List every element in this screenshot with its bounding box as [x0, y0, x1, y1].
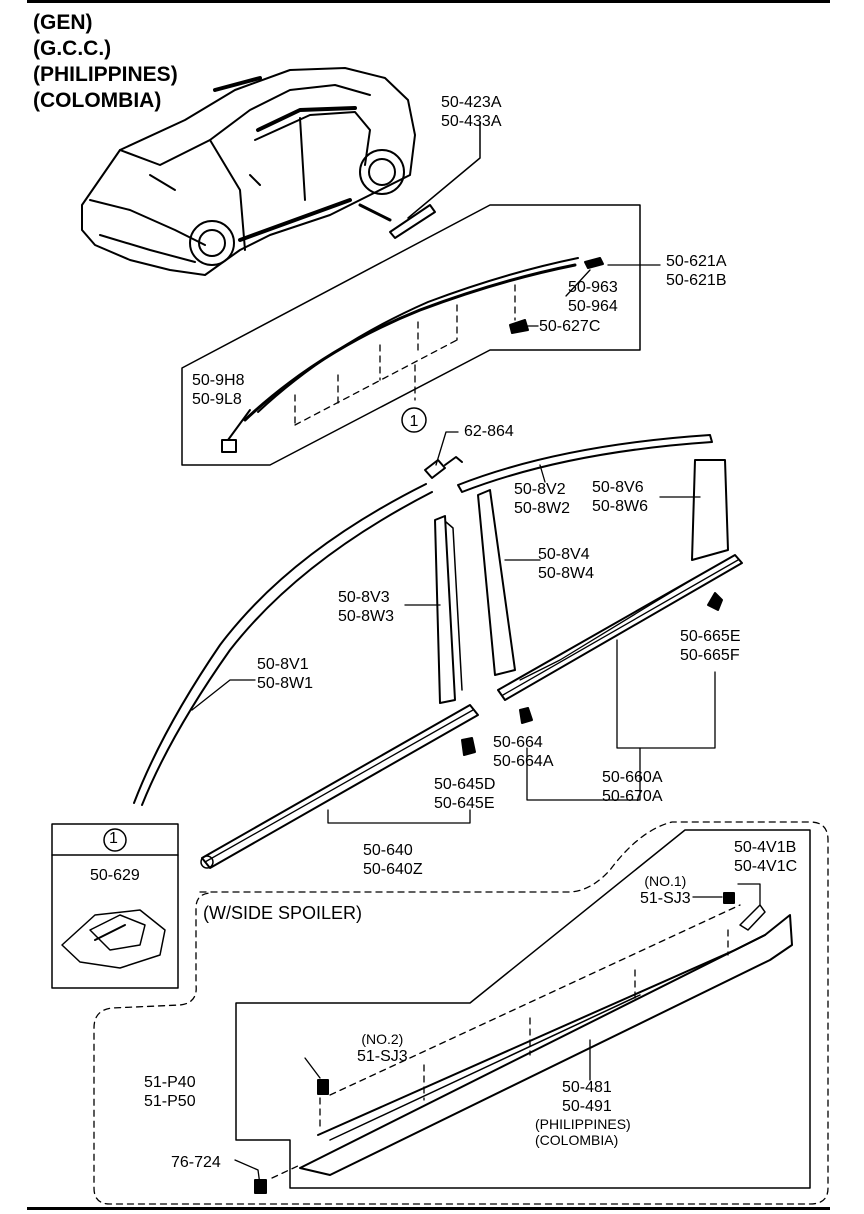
label-51-sj3-no2: (NO.2)51-SJ3: [357, 1031, 408, 1065]
top-border: [27, 0, 830, 3]
market-philippines: (PHILIPPINES): [33, 63, 178, 86]
callout-circle: [401, 407, 427, 433]
label-51-sj3-no1: (NO.1)51-SJ3: [640, 873, 691, 907]
market-gen: (GEN): [33, 11, 93, 34]
inset-ref: 1: [109, 830, 118, 847]
car-illustration: [81, 67, 416, 276]
label-62-864: 62-864: [464, 423, 514, 440]
label-50-627c: 50-627C: [539, 318, 601, 335]
roof-molding-box: [181, 204, 641, 466]
market-gcc: (G.C.C.): [33, 37, 112, 60]
part-423a-shape: [389, 204, 436, 239]
callout-ref: 1: [410, 413, 419, 430]
side-spoiler-box: [235, 829, 811, 1189]
inset-box: [51, 823, 179, 989]
label-76-724: 76-724: [171, 1154, 221, 1171]
label-50-481-markets: (PHILIPPINES)(COLOMBIA): [535, 1116, 631, 1148]
market-colombia: (COLOMBIA): [33, 89, 162, 112]
bottom-border: [27, 1207, 830, 1210]
leader-423a: [407, 121, 481, 219]
inset-part: 50-629: [90, 867, 140, 884]
variant-label: (W/SIDE SPOILER): [203, 903, 363, 923]
